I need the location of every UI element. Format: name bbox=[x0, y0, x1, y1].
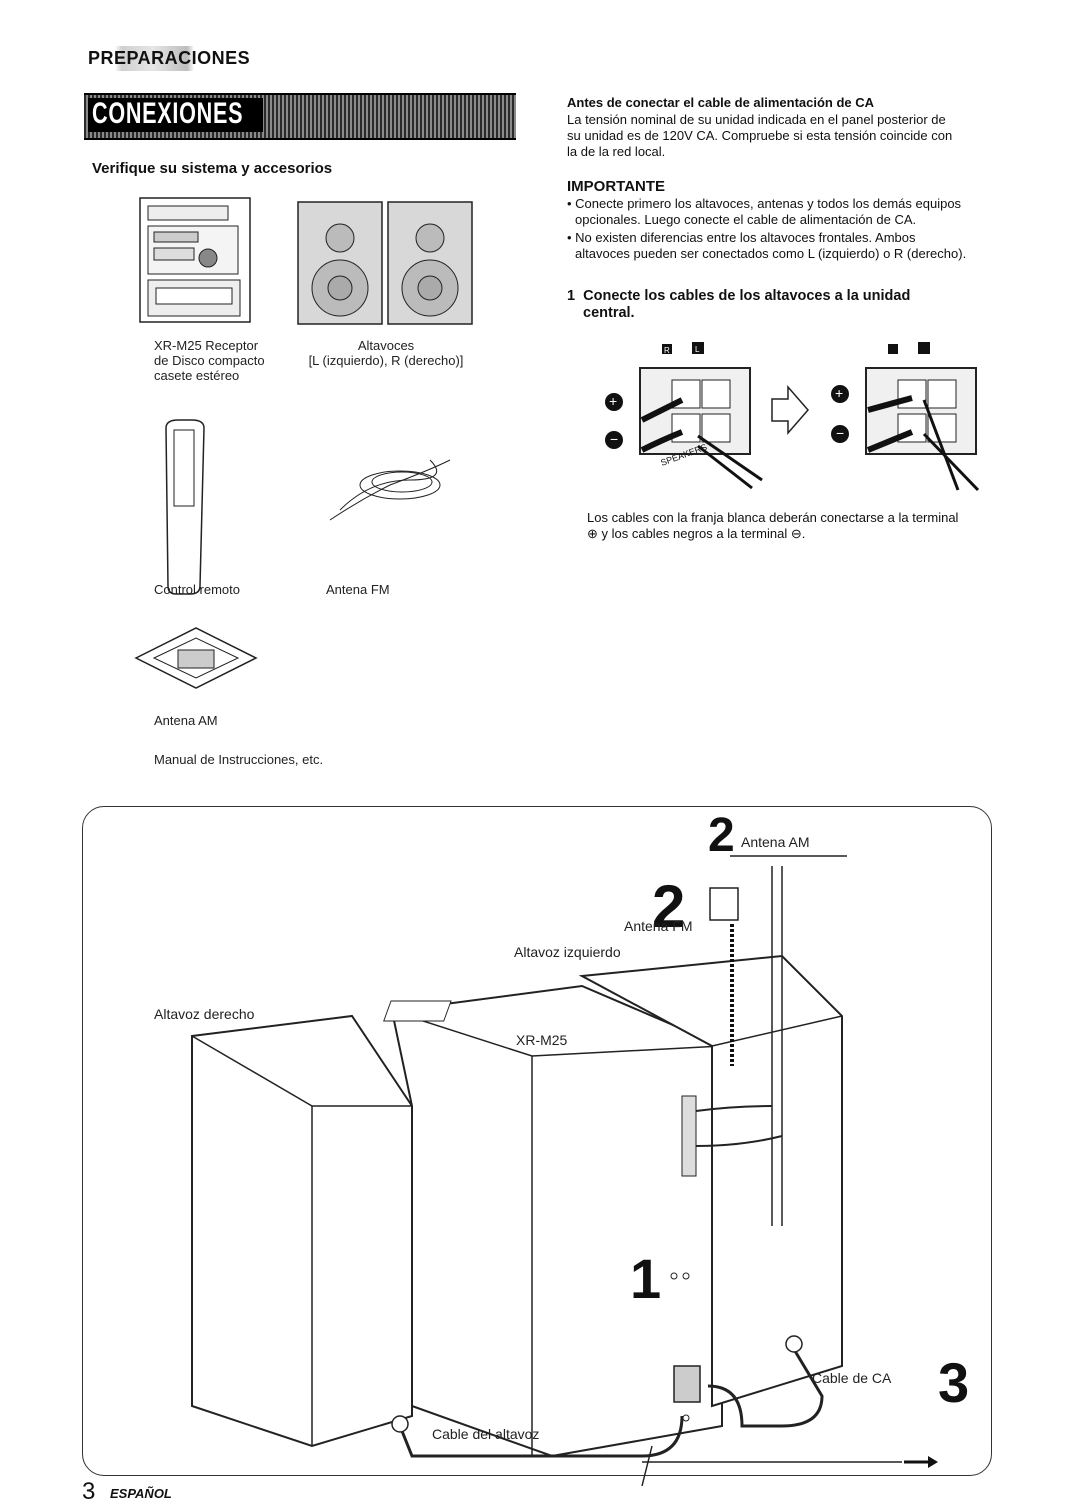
fm-label: Antena FM bbox=[624, 918, 693, 934]
main-unit-illustration bbox=[383, 984, 723, 1458]
footer-language: ESPAÑOL bbox=[110, 1486, 172, 1501]
page-number: 3 bbox=[82, 1478, 96, 1505]
speaker-cable-label: Cable del altavoz bbox=[432, 1426, 540, 1442]
svg-text:+: + bbox=[609, 393, 617, 409]
speaker-step-number: 1 bbox=[630, 1247, 662, 1310]
receiver-caption: XR-M25 Receptor de Disco compacto casete… bbox=[154, 338, 265, 383]
terminal-l-label: L bbox=[695, 345, 700, 354]
right-speaker-label: Altavoz derecho bbox=[154, 1006, 255, 1022]
am-label: Antena AM bbox=[741, 834, 810, 850]
connection-diagram bbox=[191, 855, 938, 1487]
terminal-after-illustration: + − bbox=[831, 342, 980, 492]
section-label: PREPARACIONES bbox=[84, 46, 257, 71]
step1-note: Los cables con la franja blanca deberán … bbox=[587, 510, 959, 541]
terminal-before-illustration: R L + − SPEAKERS bbox=[605, 342, 763, 490]
unit-label: XR-M25 bbox=[516, 1032, 568, 1048]
power-heading: Antes de conectar el cable de alimentaci… bbox=[567, 95, 875, 110]
step1-instruction: 1 Conecte los cables de los altavoces a … bbox=[567, 288, 911, 321]
svg-text:+: + bbox=[835, 385, 843, 401]
fm-step-number: 2 bbox=[652, 873, 686, 940]
important-bullet-2: • No existen diferencias entre los altav… bbox=[567, 230, 967, 261]
svg-text:−: − bbox=[836, 425, 844, 441]
accessories-heading: Verifique su sistema y accesorios bbox=[92, 160, 333, 177]
am-caption: Antena AM bbox=[154, 713, 218, 728]
remote-illustration bbox=[165, 419, 205, 595]
ac-step-number: 3 bbox=[938, 1351, 970, 1414]
svg-text:−: − bbox=[610, 431, 618, 447]
am-antenna-illustration bbox=[134, 627, 258, 689]
power-text: La tensión nominal de su unidad indicada… bbox=[567, 112, 953, 159]
connection-diagram-frame bbox=[82, 806, 992, 1476]
ac-cable-label: Cable de CA bbox=[812, 1370, 892, 1386]
fm-antenna-illustration bbox=[329, 459, 451, 521]
left-speaker-label: Altavoz izquierdo bbox=[514, 944, 621, 960]
am-step-number: 2 bbox=[708, 809, 735, 862]
fm-caption: Antena FM bbox=[326, 582, 390, 597]
remote-caption: Control remoto bbox=[154, 582, 240, 597]
terminal-r-label: R bbox=[664, 346, 670, 355]
important-heading: IMPORTANTE bbox=[567, 178, 666, 195]
title-banner-box bbox=[88, 98, 263, 132]
speakers-illustration bbox=[297, 201, 473, 325]
right-speaker-illustration bbox=[191, 1014, 413, 1448]
manual-caption: Manual de Instrucciones, etc. bbox=[154, 752, 324, 767]
speakers-caption: Altavoces [L (izquierdo), R (derecho)] bbox=[308, 338, 464, 368]
page-title: CONEXIONES bbox=[92, 97, 244, 130]
arrow-icon bbox=[771, 384, 809, 436]
receiver-illustration bbox=[139, 197, 251, 323]
important-bullet-1: • Conecte primero los altavoces, antenas… bbox=[567, 196, 962, 227]
